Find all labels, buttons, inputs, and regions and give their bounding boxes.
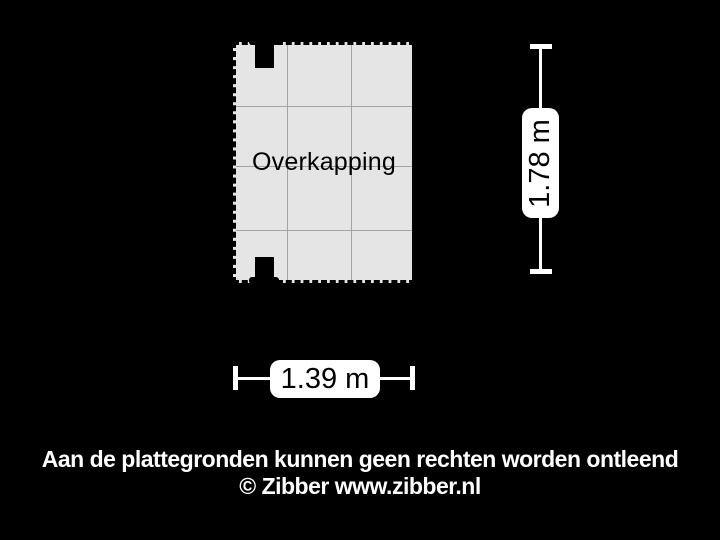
grid-line-horizontal — [236, 230, 412, 231]
support-post-top-cap — [249, 38, 279, 45]
width-dimension-value: 1.39 m — [280, 362, 370, 395]
height-dimension-label: 1.78 m — [522, 108, 559, 218]
grid-line-vertical — [287, 45, 288, 280]
dimension-cap-right — [410, 366, 415, 390]
grid-line-horizontal — [236, 166, 412, 167]
footer-credit: © Zibber www.zibber.nl — [239, 473, 481, 499]
support-post-top — [255, 42, 274, 68]
room-label: Overkapping — [252, 148, 396, 176]
grid-line-horizontal — [236, 106, 412, 107]
width-dimension-label: 1.39 m — [270, 360, 380, 398]
dimension-cap-bottom — [530, 269, 552, 274]
floorplan-room: Overkapping — [233, 42, 415, 283]
support-post-bottom — [255, 257, 274, 281]
grid-line-vertical — [351, 45, 352, 280]
height-dimension-value: 1.78 m — [524, 118, 557, 208]
wall-right — [412, 39, 433, 285]
footer-disclaimer: Aan de plattegronden kunnen geen rechten… — [41, 446, 679, 472]
support-post-bottom-cap — [249, 277, 279, 284]
